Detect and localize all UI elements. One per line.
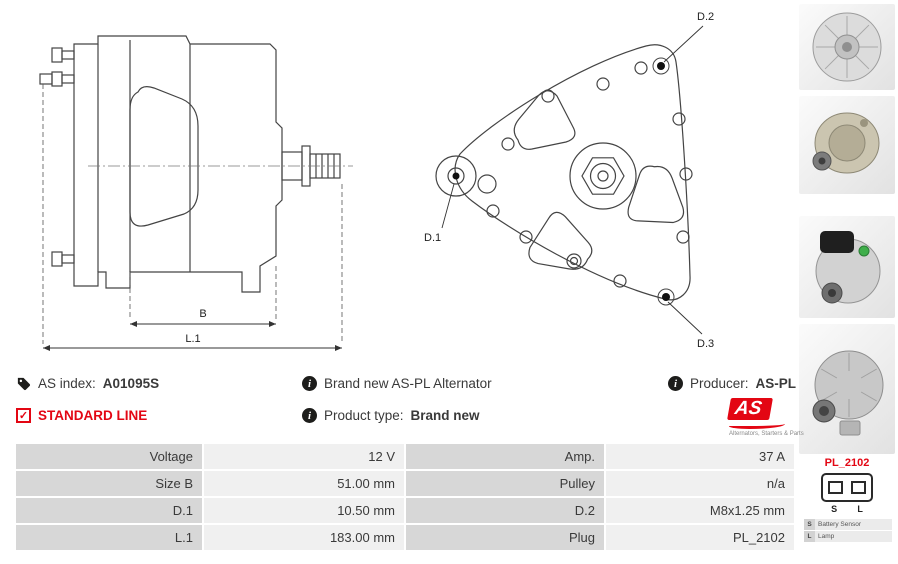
info-icon: i [668,376,683,391]
product-photo-side [799,96,895,194]
producer-row: i Producer: AS-PL [668,376,796,391]
legend-pin: L [804,531,815,542]
spec-value: M8x1.25 mm [606,498,794,523]
aspl-logo-tagline: Alternators, Starters & Parts [729,431,804,437]
table-row: L.1 183.00 mm Plug PL_2102 [16,525,794,550]
spec-label: L.1 [16,525,202,550]
dim-d2-label: D.2 [697,11,714,23]
plug-pin-labels: S L [821,504,873,514]
plug-pin-slot-l [851,481,866,494]
plug-pin-l-label: L [857,504,863,514]
spec-value: 12 V [204,444,404,469]
table-row: Size B 51.00 mm Pulley n/a [16,471,794,496]
table-row: Voltage 12 V Amp. 37 A [16,444,794,469]
dim-d3-label: D.3 [697,338,714,350]
aspl-logo: AS Alternators, Starters & Parts [727,398,804,437]
standard-line-label: STANDARD LINE [38,408,148,423]
table-row: D.1 10.50 mm D.2 M8x1.25 mm [16,498,794,523]
legend-row: S Battery Sensor [804,519,892,530]
legend-row: L Lamp [804,531,892,542]
spec-value: 51.00 mm [204,471,404,496]
brand-text: Brand new AS-PL Alternator [324,376,492,391]
as-index-value: A01095S [102,376,160,391]
spec-value: 10.50 mm [204,498,404,523]
spec-value: 183.00 mm [204,525,404,550]
spec-label: Plug [406,525,604,550]
plug-pin-slot-s [828,481,843,494]
spec-label: Voltage [16,444,202,469]
front-view-drawing: D.2 D.1 D.3 [424,11,714,350]
spec-label: D.1 [16,498,202,523]
legend-pin: S [804,519,815,530]
plug-connector-diagram [821,473,873,502]
aspl-logo-mark: AS [727,398,774,420]
dim-b-label: B [199,308,206,320]
product-type-label: Product type: [324,408,404,423]
plug-legend: S Battery Sensor L Lamp [804,519,892,543]
as-index-label: AS index: [38,376,96,391]
product-photo-rear [799,216,895,318]
producer-value: AS-PL [755,376,797,391]
plug-pin-s-label: S [831,504,838,514]
tag-icon [16,376,31,391]
spec-value: n/a [606,471,794,496]
info-icon: i [302,408,317,423]
product-photo-front [799,4,895,90]
spec-label: Amp. [406,444,604,469]
legend-label: Lamp [818,533,835,540]
dim-l1-label: L.1 [185,333,200,345]
brand-row: i Brand new AS-PL Alternator [302,376,492,391]
product-photo-angle [799,324,895,454]
check-icon: ✓ [16,408,31,423]
spec-label: D.2 [406,498,604,523]
producer-label: Producer: [690,376,749,391]
spec-table: Voltage 12 V Amp. 37 A Size B 51.00 mm P… [14,442,796,552]
as-index-row: AS index: A01095S [16,376,159,391]
legend-label: Battery Sensor [818,521,861,528]
spec-label: Pulley [406,471,604,496]
product-type-value: Brand new [410,408,480,423]
product-type-row: i Product type: Brand new [302,408,480,423]
side-view-drawing: B L.1 [39,35,353,351]
product-photo-column: PL_2102 S L S Battery Sensor L Lamp [797,0,897,564]
info-icon: i [302,376,317,391]
standard-line-row: ✓ STANDARD LINE [16,408,147,423]
plug-code-label: PL_2102 [824,457,870,469]
spec-value: 37 A [606,444,794,469]
dim-d1-label: D.1 [424,232,441,244]
spec-label: Size B [16,471,202,496]
aspl-logo-swoosh [729,421,785,429]
spec-value: PL_2102 [606,525,794,550]
